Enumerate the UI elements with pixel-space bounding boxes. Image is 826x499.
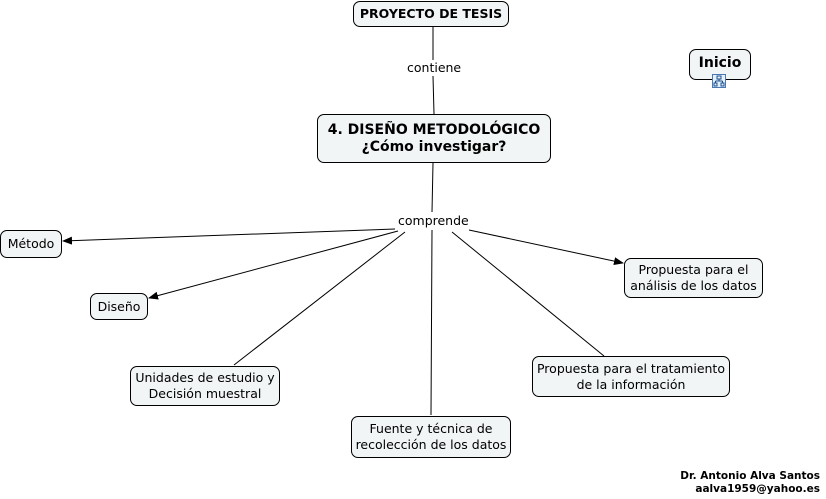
node-proyecto-de-tesis[interactable]: PROYECTO DE TESIS xyxy=(353,1,509,27)
edge-to-diseno xyxy=(148,230,399,300)
concept-map-icon[interactable] xyxy=(712,74,726,88)
node-unidades-de-estudio[interactable]: Unidades de estudio y Decisión muestral xyxy=(130,366,280,406)
node-diseno[interactable]: Diseño xyxy=(90,293,148,320)
author-credit: Dr. Antonio Alva Santos aalva1959@yahoo.… xyxy=(680,470,820,495)
link-label-comprende: comprende xyxy=(396,213,471,228)
node-propuesta-tratamiento[interactable]: Propuesta para el tratamiento de la info… xyxy=(532,356,730,397)
edge-to-unidades xyxy=(233,231,406,366)
edge-main-to-comprende xyxy=(431,162,434,213)
edge-label-to-main xyxy=(432,75,435,115)
link-label-contiene: contiene xyxy=(405,60,464,75)
edge-to-analisis xyxy=(468,229,624,266)
node-propuesta-analisis[interactable]: Propuesta para el análisis de los datos xyxy=(624,258,763,298)
edge-to-tratamiento xyxy=(451,231,605,357)
node-diseno-metodologico[interactable]: 4. DISEÑO METODOLÓGICO ¿Cómo investigar? xyxy=(317,114,551,163)
node-metodo[interactable]: Método xyxy=(0,230,62,258)
edge-to-fuente xyxy=(430,229,433,416)
node-fuente-y-tecnica[interactable]: Fuente y técnica de recolección de los d… xyxy=(351,416,511,458)
edge-to-metodo xyxy=(62,228,396,245)
